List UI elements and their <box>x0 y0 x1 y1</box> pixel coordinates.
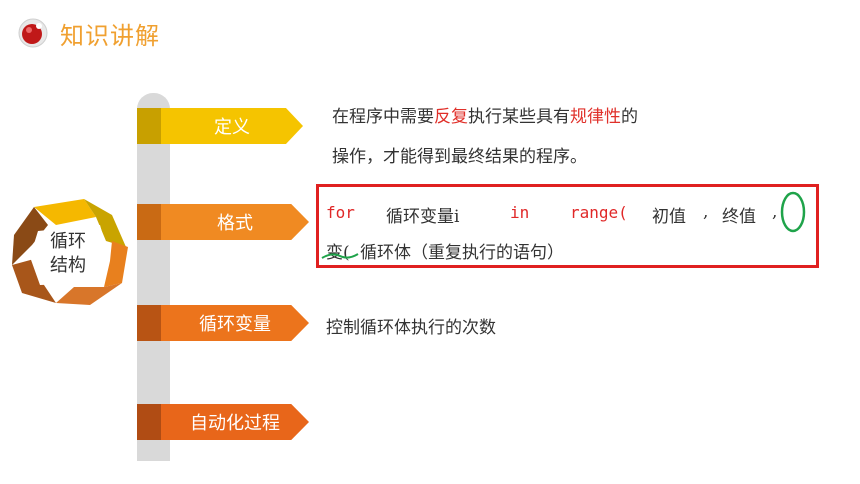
tab-marker-format <box>137 204 161 240</box>
format-loop-body: 循环体（重复执行的语句） <box>360 243 564 263</box>
format-sep-2: , <box>772 202 778 222</box>
tab-marker-loop-variable <box>137 305 161 341</box>
tab-format[interactable]: 格式 <box>161 204 309 240</box>
format-highlight-box <box>316 184 819 268</box>
page-title: 知识讲解 <box>60 22 160 50</box>
green-circle-annotation-icon <box>780 191 806 233</box>
kw-in: in <box>510 203 530 222</box>
format-sep-1: , <box>703 202 709 222</box>
tab-definition[interactable]: 定义 <box>161 108 303 144</box>
kw-range: range( <box>570 203 628 222</box>
definition-line-1: 在程序中需要反复执行某些具有规律性的 <box>332 102 638 127</box>
format-kw-in-wrap: in <box>510 203 529 223</box>
loop-cycle-icon <box>12 199 128 305</box>
tab-format-label: 格式 <box>217 213 253 234</box>
tab-automation-label: 自动化过程 <box>190 413 280 434</box>
definition-text-e: 的 <box>621 107 638 127</box>
tab-loop-variable-label: 循环变量 <box>199 314 271 335</box>
emblem-line-1: 循环 <box>50 231 86 252</box>
tab-marker-automation <box>137 404 161 440</box>
format-loop-var: 循环变量i <box>386 207 460 227</box>
format-kw-range-wrap: range( <box>570 203 628 223</box>
green-underline-annotation-icon <box>321 253 359 259</box>
definition-text-c: 执行某些具有 <box>468 107 570 127</box>
kw-for: for <box>326 203 355 222</box>
logo-icon <box>18 18 48 48</box>
definition-highlight-repeat: 反复 <box>434 107 468 127</box>
definition-text-a: 在程序中需要 <box>332 107 434 127</box>
definition-line-2: 操作，才能得到最终结果的程序。 <box>332 147 587 167</box>
loop-variable-description: 控制循环体执行的次数 <box>326 318 496 338</box>
tab-marker-definition <box>137 108 161 144</box>
format-kw-for: for <box>326 203 355 223</box>
emblem-label: 循环 结构 <box>38 230 98 278</box>
definition-highlight-regularity: 规律性 <box>570 107 621 127</box>
format-initial: 初值 <box>652 207 686 227</box>
emblem-line-2: 结构 <box>50 255 86 276</box>
tab-loop-variable[interactable]: 循环变量 <box>161 305 309 341</box>
vertical-pole <box>137 93 170 461</box>
tab-definition-label: 定义 <box>214 117 250 138</box>
format-final: 终值 <box>722 207 756 227</box>
tab-automation[interactable]: 自动化过程 <box>161 404 309 440</box>
